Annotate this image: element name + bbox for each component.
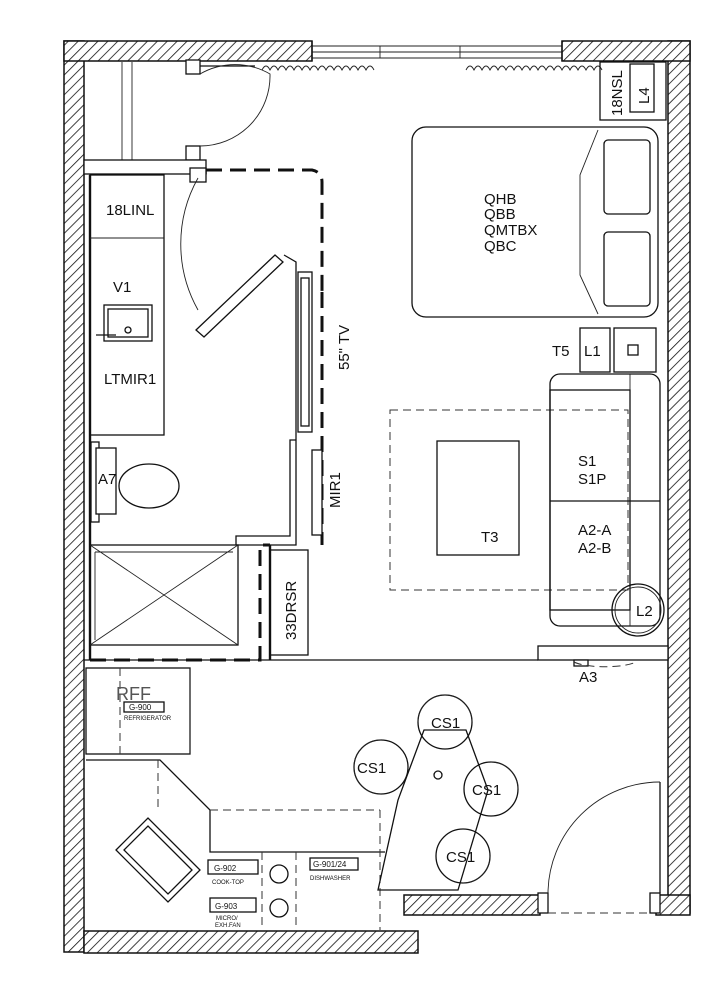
entry-door: [537, 781, 661, 914]
exterior-walls: [63, 40, 691, 954]
label-table-t5: T5: [552, 343, 570, 360]
label-refrigerator: REFRIGERATOR: [124, 716, 172, 722]
label-microwave-1: MICRO/: [216, 916, 238, 922]
label-cooktop: COOK-TOP: [212, 880, 244, 886]
side-table: [579, 327, 657, 373]
closet-door: [121, 59, 271, 161]
label-g900: G-900: [129, 703, 152, 712]
label-bed-1: QHB: [484, 191, 517, 208]
mirror-panel: [311, 449, 323, 536]
dresser: [269, 549, 309, 656]
area-rug: [389, 409, 629, 591]
label-a3: A3: [579, 669, 597, 686]
vanity: [89, 174, 165, 436]
bathroom-door: [180, 167, 284, 338]
bath-bottom-wall: [90, 543, 272, 662]
label-chair-2: CS1: [357, 760, 386, 777]
label-microwave-2: EXH.FAN: [215, 923, 241, 929]
label-sofa-3: A2-A: [578, 522, 611, 539]
label-g901: G-901/24: [313, 860, 347, 869]
label-coffee-table: T3: [481, 529, 499, 546]
label-sofa-1: S1: [578, 453, 596, 470]
label-lamp-l2: L2: [636, 603, 653, 620]
label-dresser: 33DRSR: [283, 581, 300, 640]
label-nightstand: 18NSL: [609, 70, 626, 116]
label-chair-3: CS1: [472, 782, 501, 799]
label-tv: 55" TV: [336, 325, 353, 370]
kitchen-counter: [86, 759, 385, 930]
window: [311, 41, 563, 61]
label-mirror: MIR1: [327, 472, 344, 508]
label-toilet: A7: [98, 471, 116, 488]
nightstand: [599, 61, 667, 121]
a3-arc: [573, 661, 637, 668]
label-linen: 18LINL: [106, 202, 154, 219]
label-lamp-l1: L1: [584, 343, 601, 360]
lamp-l2: [611, 583, 665, 637]
sofa: [549, 373, 661, 627]
coffee-table: [436, 440, 520, 556]
label-bed-2: QBB: [484, 206, 516, 223]
label-lamp-l4: L4: [636, 87, 653, 104]
toilet: [90, 441, 180, 523]
label-mirror-lt: LTMIR1: [104, 371, 156, 388]
tv-wall: [235, 254, 313, 546]
dining-table: [377, 729, 489, 891]
label-sofa-2: S1P: [578, 471, 606, 488]
refrigerator: [85, 667, 191, 755]
label-sofa-4: A2-B: [578, 540, 611, 557]
curtain-right: [465, 65, 603, 72]
cooktop: [207, 857, 359, 918]
label-vanity: V1: [113, 279, 131, 296]
shower: [89, 544, 239, 646]
bed: [411, 126, 659, 318]
label-g902: G-902: [214, 864, 237, 873]
label-bed-3: QMTBX: [484, 222, 537, 239]
label-rff: RFF: [116, 684, 151, 704]
label-bed-4: QBC: [484, 238, 517, 255]
chairs: [353, 694, 519, 884]
label-chair-4: CS1: [446, 849, 475, 866]
label-dishwasher: DISHWASHER: [310, 876, 351, 882]
label-chair-1: CS1: [431, 715, 460, 732]
label-g903: G-903: [215, 902, 238, 911]
sink: [115, 817, 201, 903]
room-divider: [84, 645, 669, 667]
curtain-left: [261, 65, 375, 72]
